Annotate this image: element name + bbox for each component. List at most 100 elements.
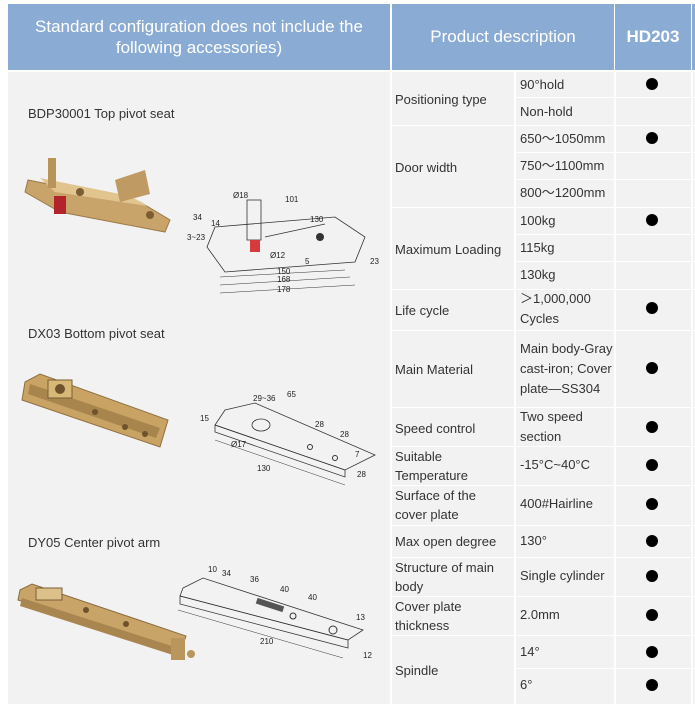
check-dot-icon: [646, 302, 658, 314]
dim-label: 28: [357, 470, 366, 479]
row-divider: [392, 125, 695, 126]
option-surface: 400#Hairline: [520, 496, 593, 511]
product-description-header-text: Product description: [430, 27, 576, 46]
dim-label: 13: [356, 613, 365, 622]
check-dot-icon: [646, 459, 658, 471]
column-divider: [514, 72, 516, 704]
row-label-structure: Structure of main body: [395, 559, 494, 594]
row-divider: [514, 668, 695, 669]
check-dot-icon: [646, 609, 658, 621]
dim-label: 28: [315, 420, 324, 429]
column-divider: [691, 72, 693, 704]
column-divider: [614, 72, 616, 704]
model-header-text: HD203: [626, 27, 680, 46]
dim-label: 130: [310, 215, 324, 224]
row-divider: [392, 596, 695, 597]
check-dot-icon: [646, 570, 658, 582]
dim-label: 5: [305, 257, 310, 266]
row-divider: [392, 289, 695, 290]
row-divider: [514, 179, 695, 180]
row-divider: [392, 446, 695, 447]
check-dot-icon: [646, 214, 658, 226]
option-spindle-14: 14°: [520, 644, 540, 659]
dim-label: 150: [277, 267, 291, 276]
row-divider: [392, 557, 695, 558]
dim-label: 3~23: [187, 233, 206, 242]
dim-label: 34: [193, 213, 202, 222]
option-spindle-6: 6°: [520, 677, 533, 692]
dim-label: 14: [211, 219, 220, 228]
row-divider: [514, 261, 695, 262]
row-divider: [392, 525, 695, 526]
row-label-speed-control: Speed control: [395, 420, 476, 436]
accessory-title-top-pivot: BDP30001 Top pivot seat: [28, 106, 175, 121]
dim-label: 130: [257, 464, 271, 473]
dim-label: 15: [200, 414, 209, 423]
row-label-suitable-temperature: Suitable Temperature: [395, 448, 468, 483]
row-divider: [392, 207, 695, 208]
accessories-header-text: Standard configuration does not include …: [35, 17, 363, 57]
top-pivot-seat-photo: [24, 158, 171, 233]
row-label-life-cycle: Life cycle: [395, 302, 450, 318]
dim-label: 210: [260, 637, 274, 646]
center-pivot-arm-photo: [17, 583, 195, 660]
option-load-130: 130kg: [520, 267, 556, 282]
row-label-spindle: Spindle: [395, 662, 439, 678]
row-divider: [514, 97, 695, 98]
dim-label: 34: [222, 569, 231, 578]
option-load-100: 100kg: [520, 213, 556, 228]
row-divider: [392, 635, 695, 636]
bottom-pivot-seat-photo: [21, 373, 169, 448]
accessory-title-bottom-pivot: DX03 Bottom pivot seat: [28, 326, 165, 341]
dim-label: 12: [363, 651, 372, 660]
row-label-positioning-type: Positioning type: [395, 91, 487, 107]
row-label-max-open-degree: Max open degree: [395, 533, 497, 549]
check-dot-icon: [646, 535, 658, 547]
row-divider: [514, 152, 695, 153]
row-divider: [392, 485, 695, 486]
option-non-hold: Non-hold: [520, 104, 573, 119]
option-cover-thickness: 2.0mm: [520, 607, 560, 622]
check-dot-icon: [646, 679, 658, 691]
dim-label: 168: [277, 275, 291, 284]
check-dot-icon: [646, 132, 658, 144]
dim-label: 23: [370, 257, 379, 266]
option-life-cycle: ＞1,000,000 Cycles: [520, 291, 591, 326]
option-temperature: -15°C~40°C: [520, 457, 591, 472]
check-dot-icon: [646, 78, 658, 90]
option-door-width-1: 650～1050mm: [520, 131, 606, 146]
check-dot-icon: [646, 646, 658, 658]
option-90-hold: 90°hold: [520, 77, 565, 92]
option-door-width-2: 750～1100mm: [520, 158, 605, 173]
center-pivot-arm-drawing: 10 34 36 40 40 210 13 12: [177, 565, 372, 660]
dim-label: Ø12: [270, 251, 286, 260]
accessory-title-center-arm: DY05 Center pivot arm: [28, 535, 161, 550]
accessories-header: Standard configuration does not include …: [8, 4, 390, 70]
top-pivot-seat-drawing: Ø18 101 130 34 3~23 14 Ø12 5 150 168 178…: [187, 191, 379, 294]
dim-label: Ø18: [233, 191, 249, 200]
dim-label: 65: [287, 390, 296, 399]
dim-label: 40: [280, 585, 289, 594]
dim-label: 101: [285, 195, 299, 204]
option-structure: Single cylinder: [520, 568, 605, 583]
row-label-maximum-loading: Maximum Loading: [395, 241, 502, 257]
option-open-degree: 130°: [520, 533, 547, 548]
bottom-pivot-seat-drawing: 65 29~36 28 28 15 Ø17 130 7 28: [200, 390, 376, 486]
row-label-surface: Surface of the cover plate: [395, 488, 476, 522]
check-dot-icon: [646, 498, 658, 510]
next-model-header-edge: [692, 4, 695, 70]
dim-label: 28: [340, 430, 349, 439]
model-header: HD203: [615, 4, 691, 70]
dim-label: 10: [208, 565, 217, 574]
spec-table: [392, 72, 695, 704]
dim-label: Ø17: [231, 440, 247, 449]
row-divider: [392, 407, 695, 408]
dim-label: 178: [277, 285, 291, 294]
option-main-material: Main body-Gray cast-iron; Cover plate—SS…: [520, 340, 613, 396]
option-speed-control: Two speed section: [520, 408, 583, 444]
row-divider: [392, 330, 695, 331]
dim-label: 29~36: [253, 394, 276, 403]
product-description-header: Product description: [392, 4, 614, 70]
check-dot-icon: [646, 421, 658, 433]
option-load-115: 115kg: [520, 240, 555, 255]
